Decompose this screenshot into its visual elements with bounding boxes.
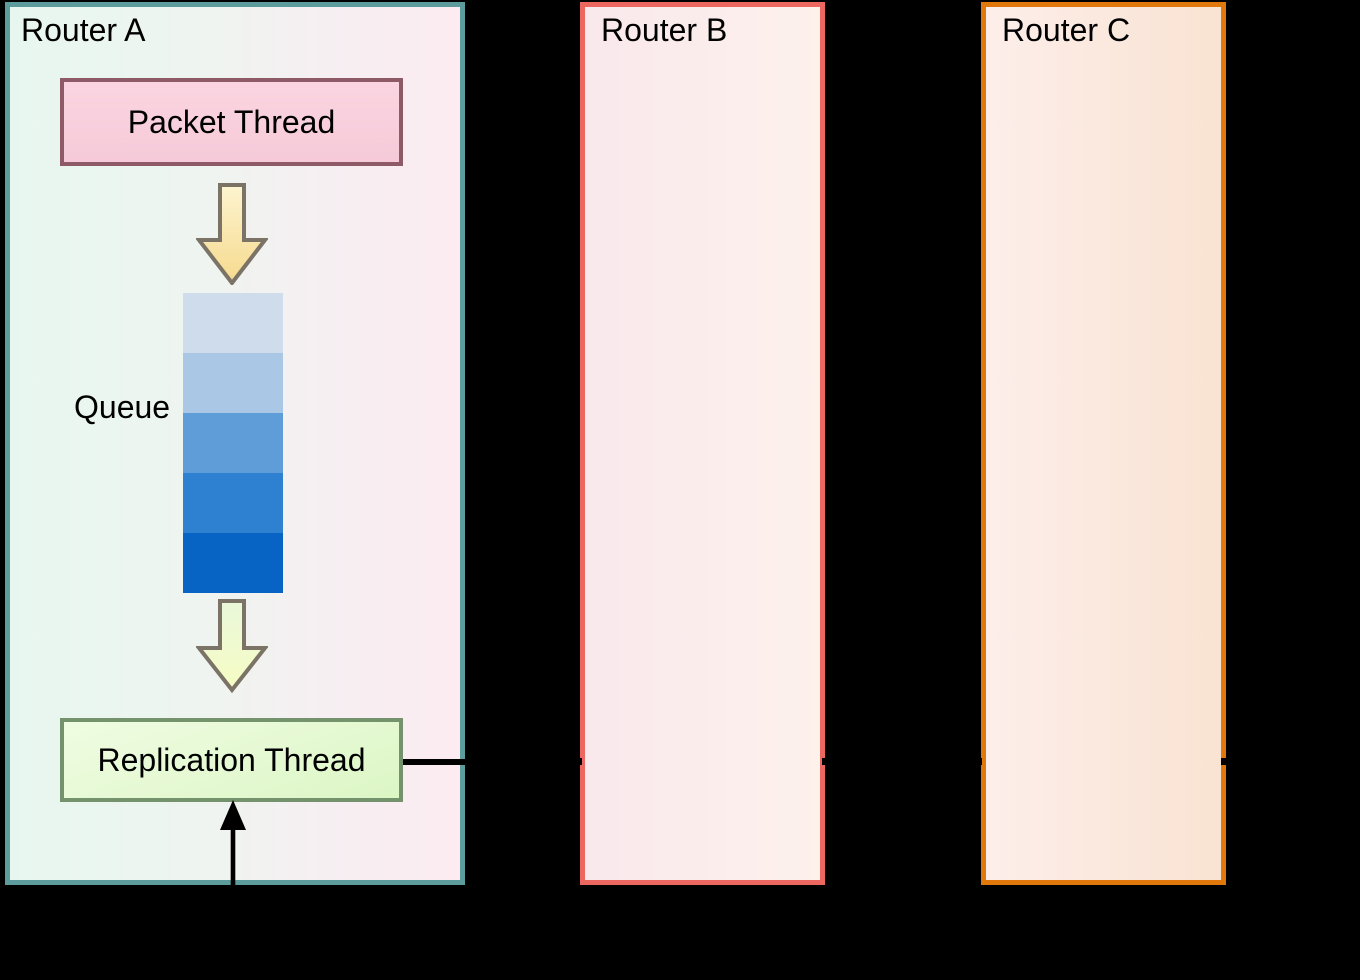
up-arrow-icon bbox=[220, 800, 246, 949]
queue-segment bbox=[183, 473, 283, 533]
queue-segment bbox=[183, 353, 283, 413]
router-b-panel bbox=[580, 2, 825, 885]
down-arrow-icon bbox=[196, 599, 268, 693]
queue-label: Queue bbox=[74, 389, 171, 425]
queue-segment bbox=[183, 293, 283, 353]
queue-segment bbox=[183, 533, 283, 593]
queue-segment bbox=[183, 413, 283, 473]
packet-thread-label: Packet Thread bbox=[127, 103, 336, 140]
queue-stack bbox=[183, 293, 283, 593]
packet-thread-box: Packet Thread bbox=[60, 78, 403, 166]
flow-line-nub bbox=[577, 758, 582, 765]
router-a-title: Router A bbox=[21, 12, 146, 48]
replication-thread-label: Replication Thread bbox=[97, 741, 366, 778]
router-c-title: Router C bbox=[1002, 12, 1131, 48]
replication-thread-box: Replication Thread bbox=[60, 718, 403, 802]
router-b-title: Router B bbox=[601, 12, 728, 48]
down-arrow-icon bbox=[196, 183, 268, 285]
flow-line-nub bbox=[1221, 758, 1226, 765]
router-c-panel bbox=[981, 2, 1226, 885]
flow-line-nub bbox=[822, 758, 827, 765]
flow-line-nub bbox=[977, 758, 982, 765]
